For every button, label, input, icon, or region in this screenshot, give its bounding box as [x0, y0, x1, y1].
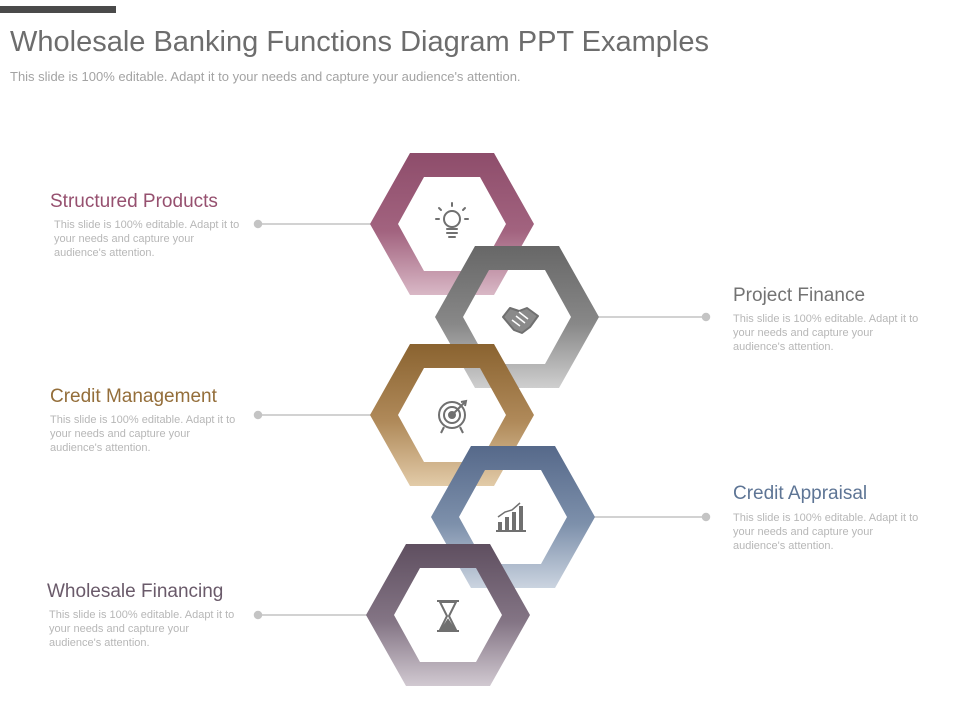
item-heading: Project Finance [733, 285, 866, 306]
item-description: This slide is 100% editable. Adapt it to… [50, 414, 236, 454]
hourglass-icon [437, 600, 459, 632]
lightbulb-icon [435, 202, 469, 238]
item-heading: Credit Management [50, 386, 217, 407]
target-icon [438, 399, 468, 434]
slide-subtitle: This slide is 100% editable. Adapt it to… [10, 69, 521, 84]
handshake-icon [502, 307, 539, 334]
hexagon-structured-products [370, 153, 534, 295]
item-description: This slide is 100% editable. Adapt it to… [49, 609, 235, 649]
bar-chart-icon [496, 502, 526, 532]
connector-lines [253, 219, 711, 620]
top-accent-bar [0, 6, 116, 13]
item-description: This slide is 100% editable. Adapt it to… [733, 512, 919, 552]
item-heading: Wholesale Financing [47, 581, 224, 602]
item-description: This slide is 100% editable. Adapt it to… [54, 219, 240, 259]
hexagon-wholesale-financing [366, 544, 530, 686]
item-heading: Credit Appraisal [733, 483, 868, 504]
slide-title: Wholesale Banking Functions Diagram PPT … [10, 26, 710, 58]
item-heading: Structured Products [50, 191, 218, 212]
item-description: This slide is 100% editable. Adapt it to… [733, 313, 919, 353]
